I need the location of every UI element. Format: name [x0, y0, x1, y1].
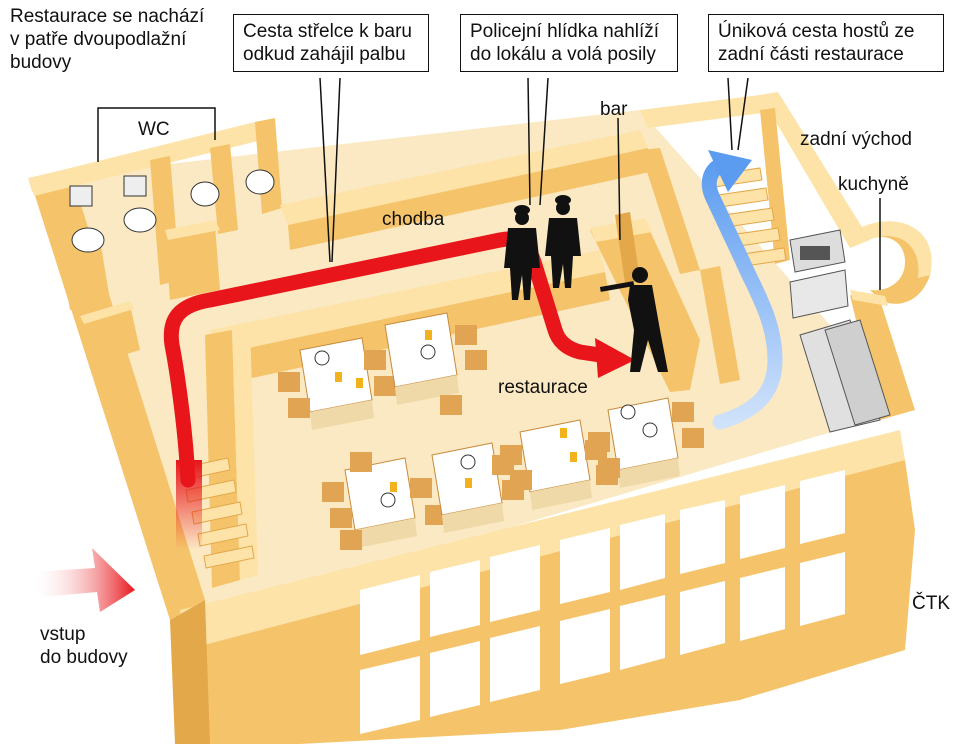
callout-police: Policejní hlídka nahlíží do lokálu a vol… [460, 14, 678, 72]
callout-pointers [319, 77, 881, 290]
callout-escape: Úniková cesta hostů ze zadní části resta… [708, 14, 944, 72]
entrance-stairs [179, 457, 255, 569]
toilet-fixtures [69, 169, 275, 253]
outer-wall-back-right [280, 130, 648, 225]
bar-label: bar [600, 99, 628, 120]
location-note: Restaurace se nachází v patře dvoupodlaž… [10, 6, 205, 73]
back-exit-label: zadní východ [800, 129, 912, 150]
escape-route-arrowhead [708, 150, 752, 192]
dining-tables [278, 312, 704, 550]
shooter-route-arrowhead [595, 338, 635, 378]
source-credit: ČTK [912, 593, 950, 614]
table-group [384, 312, 487, 415]
table-group [588, 397, 704, 488]
police-figure [504, 205, 540, 300]
entrance-arrow [30, 548, 135, 612]
corridor-label: chodba [382, 209, 445, 230]
table-group [322, 452, 447, 550]
entrance-label: vstup do budovy [40, 624, 128, 668]
wc-label: WC [138, 119, 170, 140]
shooter-figure [599, 267, 668, 372]
callout-shooter-path: Cesta střelce k baru odkud zahájil palbu [233, 14, 429, 72]
shooter-route-fade [176, 460, 202, 550]
outer-wall-back [30, 122, 262, 196]
police-figure [545, 195, 581, 288]
facade-windows [360, 470, 845, 734]
escape-route-arrow [701, 156, 783, 430]
inner-wall-corridor [210, 250, 605, 355]
shooter-route-arrow [163, 231, 608, 488]
restaurant-label: restaurace [498, 377, 588, 398]
kitchen-appliances [789, 229, 891, 433]
wc-partitions [60, 144, 238, 365]
table-group [278, 337, 396, 430]
kitchen-label: kuchyně [838, 174, 909, 195]
